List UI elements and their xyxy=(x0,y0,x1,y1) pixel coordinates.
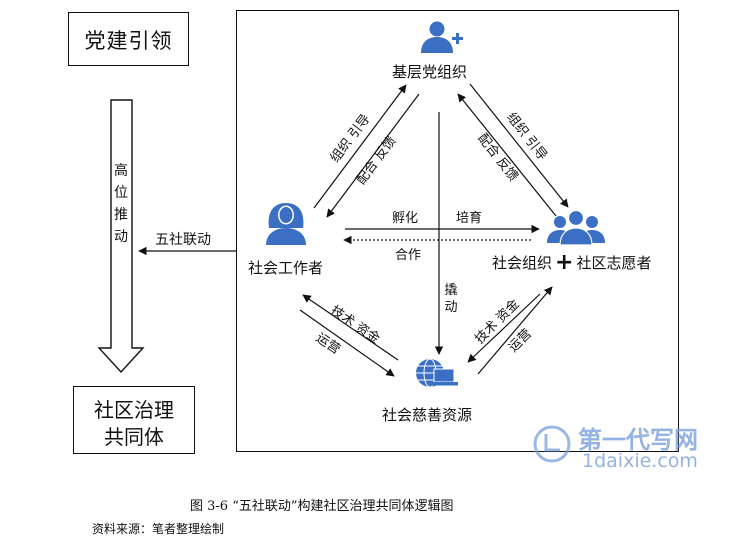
node-org-label: 社会组织 xyxy=(492,254,553,272)
arrow-org-to-charity xyxy=(467,293,541,363)
arrow-worker-to-party xyxy=(313,84,407,209)
node-org: 社会组织+社区志愿者 xyxy=(492,249,652,275)
node-worker: 社会工作者 xyxy=(248,259,324,277)
big-down-arrow xyxy=(97,99,145,374)
party-leadership-label: 党建引领 xyxy=(84,29,173,53)
node-party: 基层党组织 xyxy=(392,63,468,81)
node-charity: 社会慈善资源 xyxy=(382,406,473,424)
watermark-text: 第一代写网 xyxy=(578,426,698,454)
party-leadership-box: 党建引领 xyxy=(68,12,189,66)
node-volunteer-label: 社区志愿者 xyxy=(576,254,652,272)
watermark-url: 1daixie.com xyxy=(582,450,698,472)
edge-cooperate: 合作 xyxy=(395,248,422,263)
arrow-charity-to-worker xyxy=(302,294,399,361)
figure-source: 资料来源：笔者整理绘制 xyxy=(92,522,225,536)
wushe-label: 五社联动 xyxy=(155,232,211,248)
community-governance-line1: 社区治理 xyxy=(94,398,174,422)
watermark-logo xyxy=(533,425,571,463)
globe-laptop-icon xyxy=(416,358,458,388)
edge-cultivate: 培育 xyxy=(456,211,483,226)
plus-sign: + xyxy=(555,250,574,275)
user-plus-icon xyxy=(421,21,463,53)
community-governance-line2: 共同体 xyxy=(104,425,164,449)
arrow-party-to-worker xyxy=(326,93,420,218)
diagram-frame xyxy=(236,10,679,452)
figure-caption: 图 3-6 “五社联动”构建社区治理共同体逻辑图 xyxy=(190,499,454,514)
woman-user-icon xyxy=(266,203,306,245)
group-users-icon xyxy=(547,209,605,246)
push-label: 高 位 推 动 xyxy=(114,163,128,245)
arrow-party-to-org xyxy=(469,83,569,208)
community-governance-box: 社区治理 共同体 xyxy=(73,386,195,454)
arrow-worker-to-charity xyxy=(299,309,395,377)
arrow-charity-to-org xyxy=(477,286,553,375)
edge-incubate: 孵化 xyxy=(392,211,419,226)
edge-leverage: 撬动 xyxy=(444,283,458,315)
arrow-org-to-party xyxy=(457,93,557,217)
